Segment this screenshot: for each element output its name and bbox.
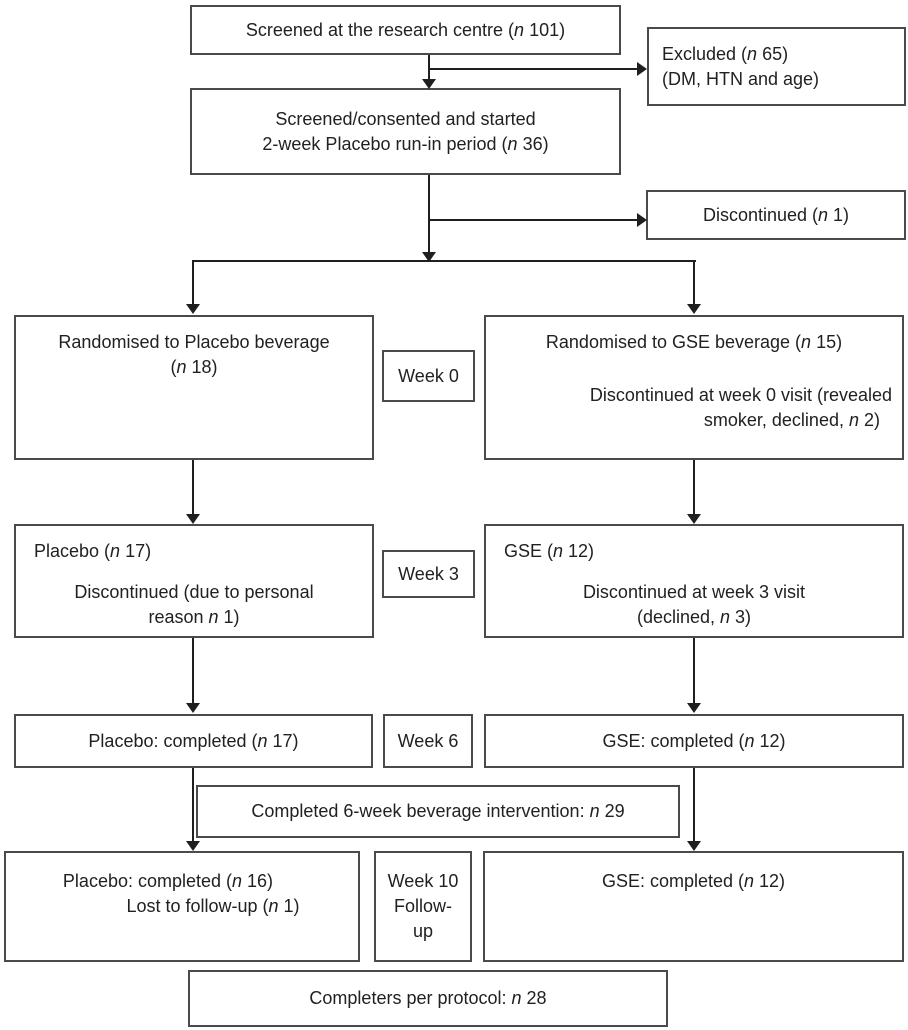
- box-excluded-line-2: (DM, HTN and age): [662, 69, 820, 89]
- box-gse-completed-week-10-text: GSE: completed (n 12): [601, 871, 786, 891]
- box-placebo-completed-week-10: Placebo: completed (n 16) Lost to follow…: [4, 851, 360, 962]
- box-completed-intervention: Completed 6-week beverage intervention: …: [196, 785, 680, 838]
- box-gse-week-3: GSE (n 12) Discontinued at week 3 visit …: [484, 524, 904, 638]
- week-10-label-line-2: Follow-: [393, 896, 452, 916]
- box-randomised-gse-line-3: smoker, declined, n 2): [703, 410, 880, 430]
- arrowhead-down-placebo-week6: [186, 703, 200, 713]
- box-discontinued-runin-text: Discontinued (n 1): [702, 204, 850, 225]
- box-randomised-gse-line-2: Discontinued at week 0 visit (revealed: [589, 385, 892, 405]
- box-placebo-week-3-line-3: reason n 1): [148, 607, 240, 627]
- connector-screened-to-runin: [428, 55, 430, 80]
- label-box-week-3: Week 3: [382, 550, 475, 598]
- box-placebo-week-3-line-2: Discontinued (due to personal: [74, 582, 314, 602]
- box-randomised-placebo-line-2: (n 18): [170, 357, 218, 377]
- arrowhead-down-gse-week6: [687, 703, 701, 713]
- arrowhead-down-to-randomised-placebo: [186, 304, 200, 314]
- arrowhead-right-to-discontinued-runin: [637, 213, 647, 227]
- box-runin: Screened/consented and started 2-week Pl…: [190, 88, 621, 175]
- label-box-week-6: Week 6: [383, 714, 473, 768]
- arrowhead-down-gse-week3: [687, 514, 701, 524]
- week-10-label-line-1: Week 10: [387, 871, 459, 891]
- box-gse-completed-week-6: GSE: completed (n 12): [484, 714, 904, 768]
- box-placebo-week-3: Placebo (n 17) Discontinued (due to pers…: [14, 524, 374, 638]
- box-completed-intervention-text: Completed 6-week beverage intervention: …: [251, 801, 625, 821]
- box-placebo-completed-week-6-text: Placebo: completed (n 17): [88, 730, 299, 751]
- box-randomised-gse: Randomised to GSE beverage (n 15) Discon…: [484, 315, 904, 460]
- connector-runin-to-branch: [428, 175, 430, 253]
- box-placebo-completed-week-10-line-1: Placebo: completed (n 16): [62, 871, 274, 891]
- connector-gse-to-week6: [693, 638, 695, 704]
- connector-to-excluded: [428, 68, 638, 70]
- connector-gse-to-week10: [693, 768, 695, 842]
- arrowhead-down-to-randomised-gse: [687, 304, 701, 314]
- box-completers-per-protocol: Completers per protocol: n 28: [188, 970, 668, 1027]
- connector-placebo-to-week10: [192, 768, 194, 842]
- box-gse-week-3-line-2: Discontinued at week 3 visit: [582, 582, 806, 602]
- connector-placebo-to-week3: [192, 460, 194, 515]
- arrowhead-down-placebo-week10: [186, 841, 200, 851]
- week-10-label-line-3: up: [412, 921, 434, 941]
- arrowhead-down-to-runin: [422, 79, 436, 89]
- label-box-week-0: Week 0: [382, 350, 475, 402]
- branch-line-randomisation: [192, 260, 696, 262]
- box-placebo-completed-week-10-line-2: Lost to follow-up (n 1): [126, 896, 300, 916]
- box-placebo-completed-week-6: Placebo: completed (n 17): [14, 714, 373, 768]
- box-randomised-placebo: Randomised to Placebo beverage (n 18): [14, 315, 374, 460]
- box-runin-line-2: 2-week Placebo run-in period (n 36): [262, 133, 549, 154]
- arrowhead-down-placebo-week3: [186, 514, 200, 524]
- box-runin-line-1: Screened/consented and started: [275, 108, 536, 129]
- connector-to-discontinued-runin: [428, 219, 638, 221]
- box-gse-week-3-line-1: GSE (n 12): [504, 541, 595, 561]
- box-gse-completed-week-6-text: GSE: completed (n 12): [602, 730, 786, 751]
- week-0-label: Week 0: [398, 365, 459, 386]
- box-randomised-gse-line-1: Randomised to GSE beverage (n 15): [545, 332, 843, 352]
- box-excluded: Excluded (n 65) (DM, HTN and age): [647, 27, 906, 106]
- week-6-label: Week 6: [397, 730, 459, 751]
- connector-gse-to-week3: [693, 460, 695, 515]
- box-excluded-line-1: Excluded (n 65): [662, 44, 789, 64]
- box-randomised-placebo-line-1: Randomised to Placebo beverage: [58, 332, 330, 352]
- box-placebo-week-3-line-1: Placebo (n 17): [34, 541, 152, 561]
- box-discontinued-runin: Discontinued (n 1): [646, 190, 906, 240]
- box-screened: Screened at the research centre (n 101): [190, 5, 621, 55]
- connector-branch-to-placebo: [192, 260, 194, 305]
- box-screened-text: Screened at the research centre (n 101): [245, 19, 566, 40]
- arrowhead-down-gse-week10: [687, 841, 701, 851]
- label-box-week-10: Week 10 Follow- up: [374, 851, 472, 962]
- box-gse-week-3-line-3: (declined, n 3): [636, 607, 752, 627]
- connector-placebo-to-week6: [192, 638, 194, 704]
- week-3-label: Week 3: [398, 563, 459, 584]
- box-gse-completed-week-10: GSE: completed (n 12): [483, 851, 904, 962]
- box-completers-per-protocol-text: Completers per protocol: n 28: [309, 988, 547, 1008]
- connector-branch-to-gse: [693, 260, 695, 305]
- arrowhead-right-to-excluded: [637, 62, 647, 76]
- arrowhead-down-to-branch: [422, 252, 436, 262]
